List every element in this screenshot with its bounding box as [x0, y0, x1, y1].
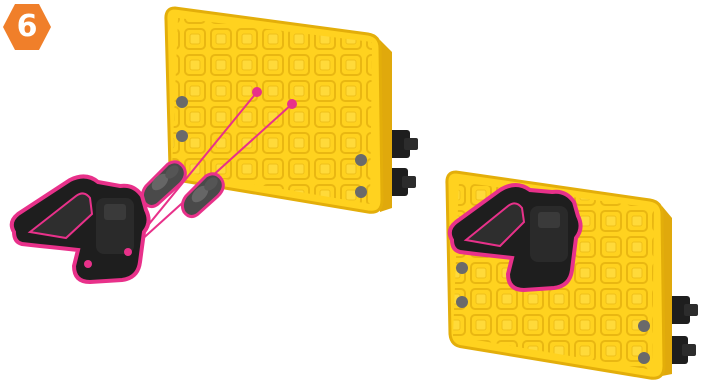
panel-connector-right-upper: [668, 296, 698, 324]
panel-hole: [638, 352, 650, 364]
connector-peg-upper: [142, 162, 185, 207]
panel-hole: [355, 186, 367, 198]
panel-hole: [638, 320, 650, 332]
step-number-badge: 6: [2, 2, 52, 52]
right-panel-group: [447, 172, 698, 378]
black-hinge-part-left: [12, 176, 149, 282]
panel-hole: [176, 130, 188, 142]
panel-hole: [456, 296, 468, 308]
panel-hole: [355, 154, 367, 166]
panel-hole: [176, 96, 188, 108]
panel-connector-left-upper: [388, 130, 418, 158]
panel-hole: [456, 262, 468, 274]
step-number: 6: [2, 2, 52, 52]
